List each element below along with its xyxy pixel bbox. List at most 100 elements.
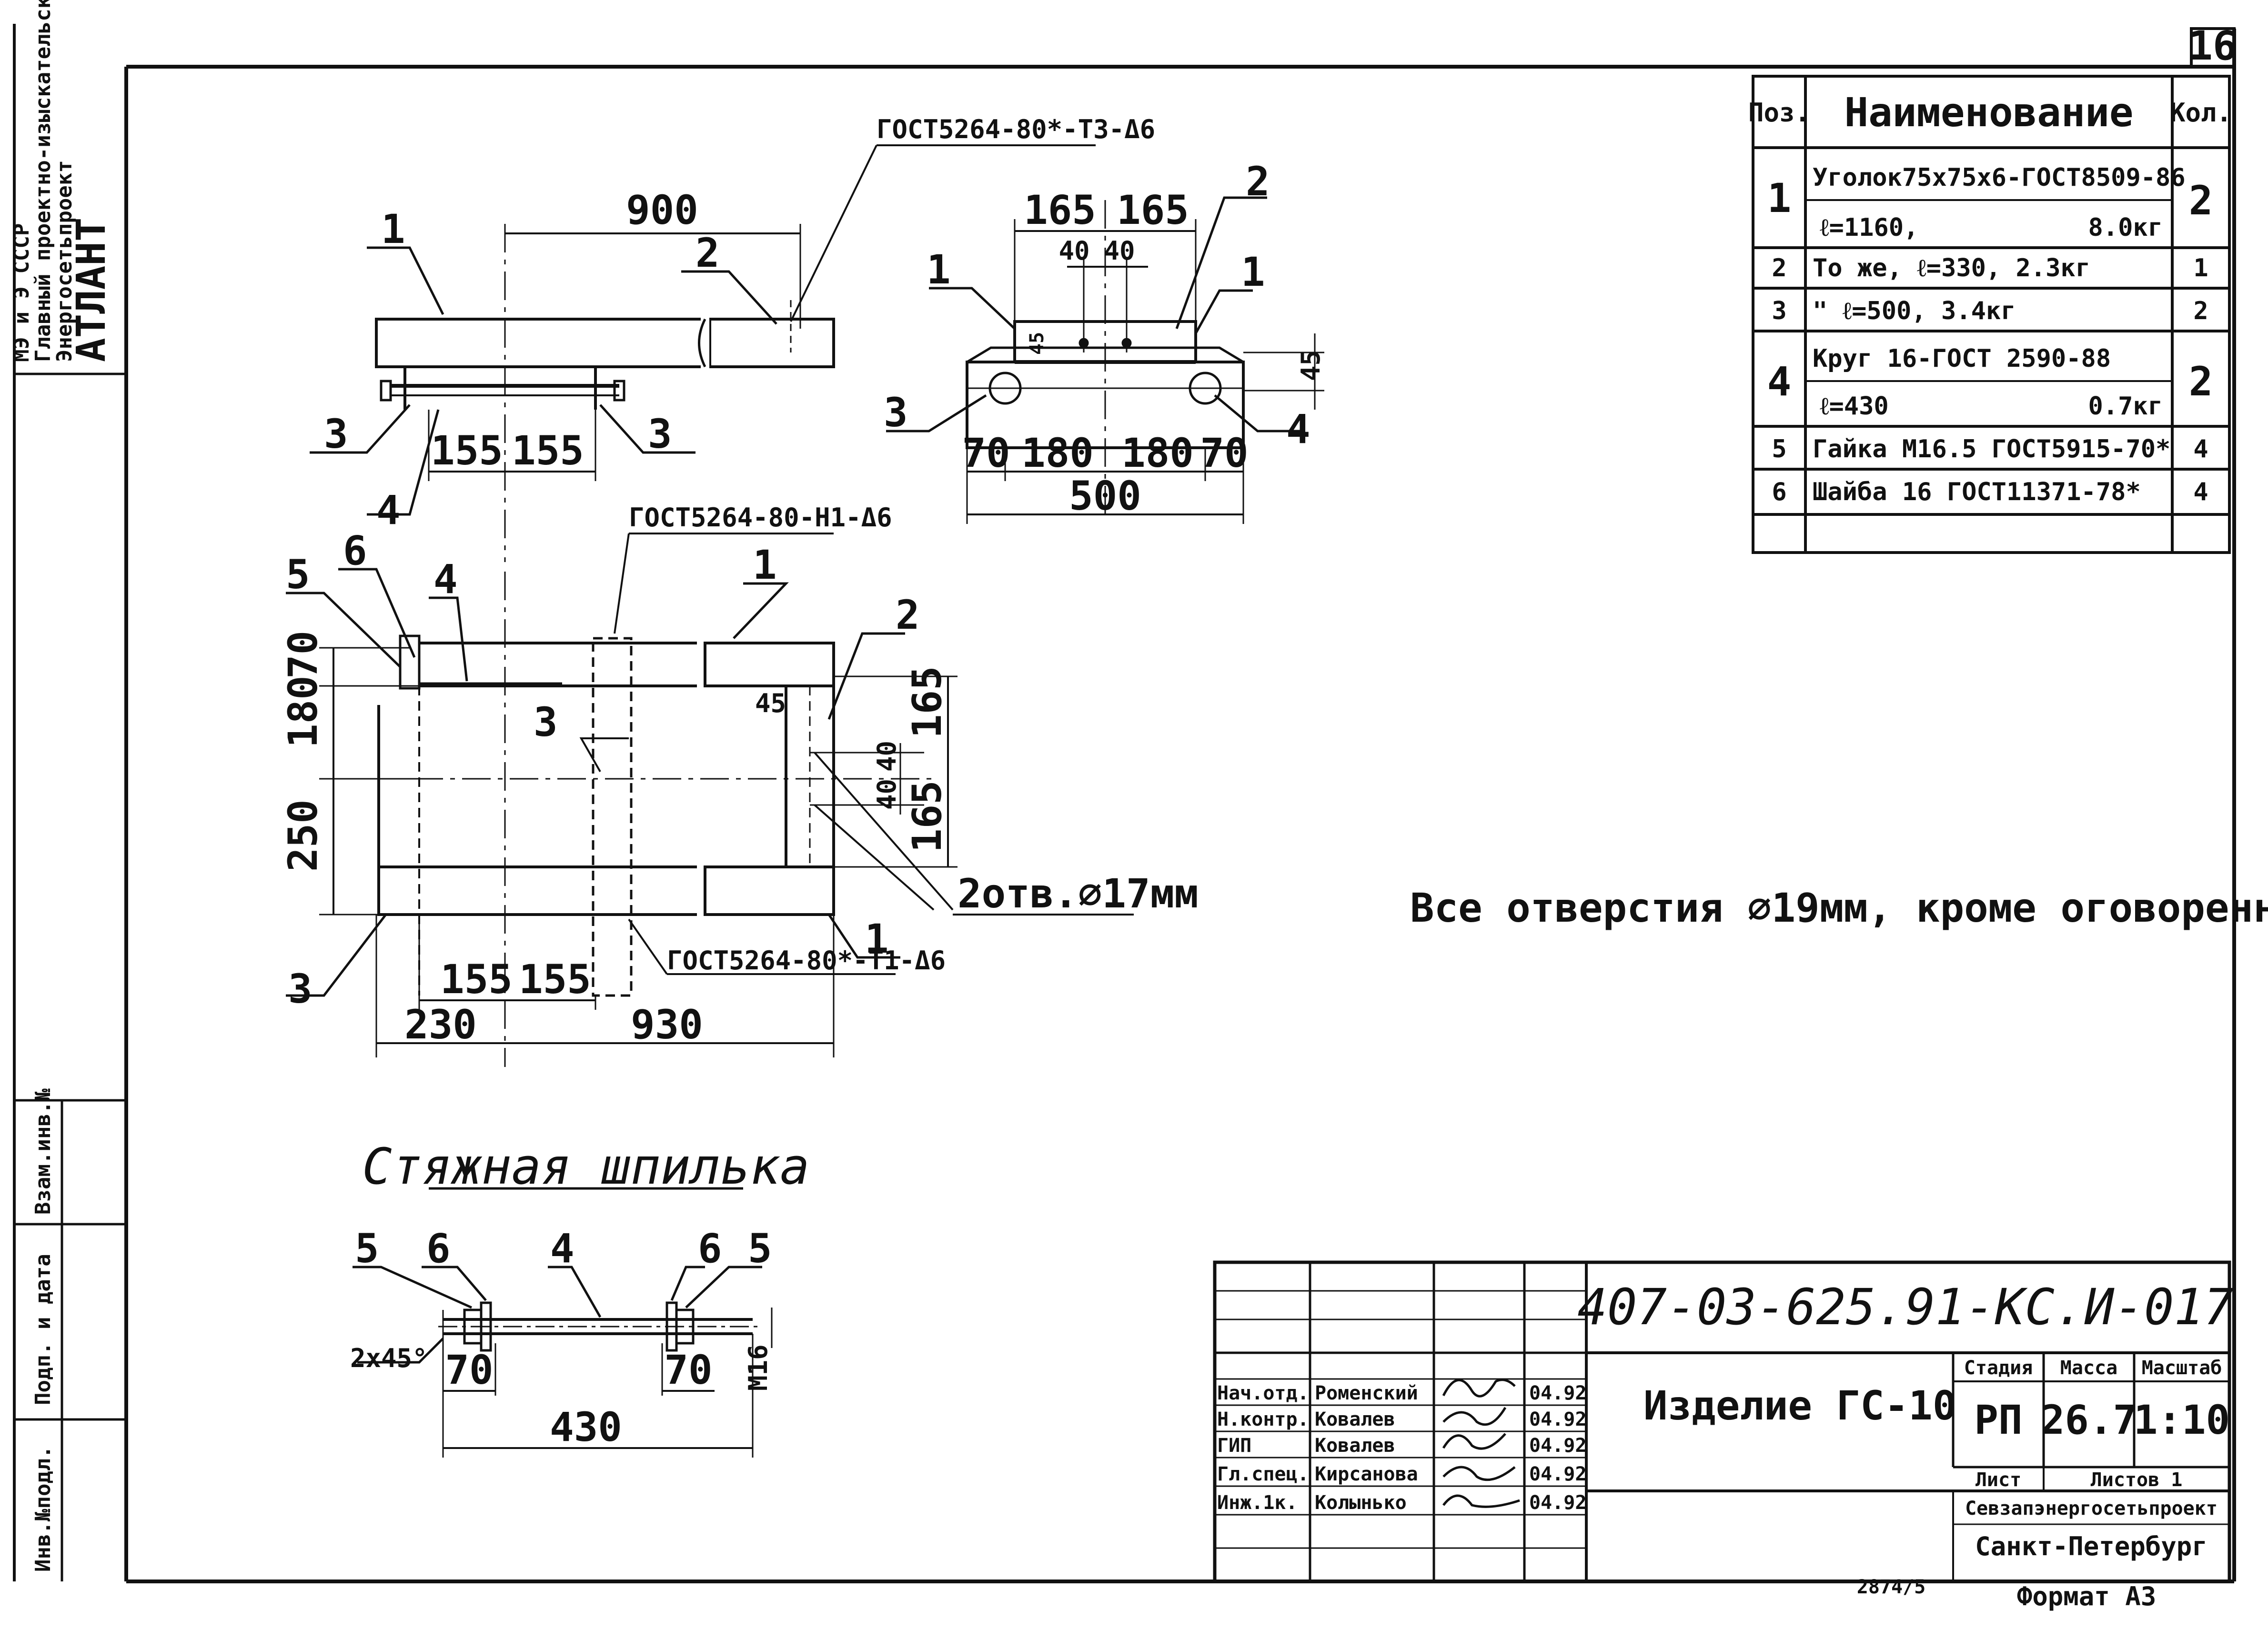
spec-row2-pos: 2 bbox=[1772, 254, 1786, 282]
sig-name-5: Колынько bbox=[1315, 1492, 1407, 1514]
plan-dim-45: 45 bbox=[755, 688, 786, 718]
svg-text:Главный проектно-изыскательски: Главный проектно-изыскательский институт bbox=[31, 0, 55, 362]
stud-thread: М16 bbox=[743, 1344, 773, 1391]
side-view bbox=[886, 196, 1324, 524]
front-weld-label: ГОСТ5264-80*-Т3-Δ6 bbox=[877, 114, 1155, 144]
plan-dim-70: 70 bbox=[280, 631, 326, 679]
handwritten-signatures bbox=[1442, 1378, 1520, 1508]
front-callout-3a: 3 bbox=[324, 411, 348, 457]
footer-format: Формат А3 bbox=[2017, 1581, 2157, 1611]
plan-dim-180: 180 bbox=[280, 675, 326, 748]
footer-inv: 2874/5 bbox=[1857, 1576, 1926, 1598]
spec-row3-name: " ℓ=500, 3.4кг bbox=[1813, 297, 2016, 325]
front-dim-155a: 155 bbox=[431, 427, 503, 474]
sig-role-1: Нач.отд. bbox=[1217, 1382, 1309, 1404]
plan-callout-2: 2 bbox=[896, 592, 920, 638]
side-dim-45a: 45 bbox=[1026, 332, 1048, 355]
plan-dim-155a: 155 bbox=[440, 956, 513, 1003]
sig-date-5: 04.92 bbox=[1529, 1492, 1586, 1514]
spec-row6-pos: 6 bbox=[1772, 478, 1786, 506]
spec-table bbox=[1752, 75, 2231, 554]
stud-dim-70b: 70 bbox=[664, 1347, 712, 1393]
sig-date-2: 04.92 bbox=[1529, 1409, 1586, 1430]
front-callout-4: 4 bbox=[376, 487, 401, 533]
side-dim-70b: 70 bbox=[1200, 430, 1248, 476]
plan-callout-1a: 1 bbox=[753, 542, 777, 588]
sheet-frame bbox=[13, 24, 2236, 1583]
spec-hdr-qty: Кол. bbox=[2170, 98, 2232, 128]
organization: Севзапэнергосетьпроект bbox=[1965, 1498, 2218, 1519]
side-dim-180a: 180 bbox=[1021, 430, 1094, 476]
plan-callout-4: 4 bbox=[433, 556, 458, 603]
front-callout-1: 1 bbox=[381, 206, 405, 252]
side-callout-2: 2 bbox=[1246, 158, 1270, 205]
spec-row6-name: Шайба 16 ГОСТ11371-78* bbox=[1813, 478, 2141, 506]
spec-row1-pos: 1 bbox=[1767, 175, 1792, 221]
spec-row4-pos: 4 bbox=[1767, 358, 1792, 405]
plan-callout-3b: 3 bbox=[288, 966, 312, 1012]
spec-row1-name2a: ℓ=1160, bbox=[1820, 213, 1918, 242]
sig-name-3: Ковалев bbox=[1315, 1435, 1395, 1457]
side-fields: Инв.№подл. Подп. и дата Взам.инв.№ bbox=[31, 1088, 55, 1572]
stud-dim-70a: 70 bbox=[445, 1347, 493, 1393]
side-dim-45b: 45 bbox=[1296, 350, 1326, 381]
stage-value: РП bbox=[1974, 1397, 2022, 1443]
plan-dim-930: 930 bbox=[631, 1001, 703, 1048]
spec-row5-name: Гайка М16.5 ГОСТ5915-70* bbox=[1813, 435, 2170, 463]
side-dim-500: 500 bbox=[1069, 473, 1141, 519]
stud-callout-6b: 6 bbox=[698, 1225, 722, 1272]
stud-callout-5b: 5 bbox=[748, 1225, 772, 1272]
plan-callout-5: 5 bbox=[286, 551, 310, 598]
spec-row1-name1: Уголок75х75х6-ГОСТ8509-86 bbox=[1813, 163, 2186, 192]
side-dim-70a: 70 bbox=[962, 430, 1010, 476]
plan-dim-40a: 40 bbox=[872, 741, 902, 772]
stud-callout-5a: 5 bbox=[355, 1225, 379, 1272]
spec-hdr-pos: Поз. bbox=[1748, 98, 1810, 128]
stud-callout-6a: 6 bbox=[426, 1225, 451, 1272]
scale-header: Масштаб bbox=[2142, 1357, 2222, 1379]
spec-row5-qty: 4 bbox=[2193, 435, 2208, 463]
sig-date-1: 04.92 bbox=[1529, 1382, 1586, 1404]
front-dim-900: 900 bbox=[626, 187, 698, 233]
plan-callout-3a: 3 bbox=[534, 699, 558, 745]
plan-dim-155b: 155 bbox=[519, 956, 591, 1003]
doc-code: 407-03-625.91-КС.И-017 bbox=[1577, 1278, 2234, 1336]
front-callout-2: 2 bbox=[696, 230, 720, 276]
front-view bbox=[310, 144, 1096, 562]
spec-row4-name2b: 0.7кг bbox=[2088, 392, 2163, 421]
side-stamp: МЭ и Э СССР Главный проектно-изыскательс… bbox=[10, 0, 114, 362]
spec-row5-pos: 5 bbox=[1772, 435, 1786, 463]
side-callout-4: 4 bbox=[1286, 406, 1310, 453]
stud-title: Стяжная шпилька bbox=[362, 1137, 809, 1196]
plan-dim-165b: 165 bbox=[904, 780, 950, 853]
side-callout-3: 3 bbox=[884, 389, 908, 436]
sheet-label: Лист bbox=[1976, 1469, 2021, 1491]
stud-chamfer: 2х45° bbox=[350, 1343, 428, 1373]
svg-text:Энергосетьпроект: Энергосетьпроект bbox=[52, 160, 77, 362]
sheet-number: 16 bbox=[2188, 22, 2237, 69]
spec-row4-name1: Круг 16-ГОСТ 2590-88 bbox=[1813, 344, 2111, 373]
plan-callout-1b: 1 bbox=[865, 916, 889, 962]
mass-header: Масса bbox=[2060, 1357, 2117, 1379]
svg-text:Подп. и дата: Подп. и дата bbox=[31, 1254, 55, 1405]
side-dim-165a: 165 bbox=[1024, 187, 1096, 233]
city: Санкт-Петербург bbox=[1975, 1531, 2208, 1561]
plan-dim-230: 230 bbox=[404, 1001, 477, 1048]
svg-text:Инв.№подл.: Инв.№подл. bbox=[31, 1446, 55, 1572]
sig-role-3: ГИП bbox=[1217, 1435, 1251, 1457]
plan-view bbox=[286, 533, 1134, 1067]
stud-detail bbox=[353, 1187, 773, 1458]
side-dim-180b: 180 bbox=[1121, 430, 1194, 476]
front-dim-155b: 155 bbox=[512, 427, 584, 474]
spec-row1-qty: 2 bbox=[2189, 177, 2213, 224]
sig-name-2: Ковалев bbox=[1315, 1409, 1395, 1430]
sig-name-4: Кирсанова bbox=[1315, 1463, 1418, 1485]
plan-weld-top: ГОСТ5264-80-Н1-Δ6 bbox=[629, 503, 892, 533]
general-note: Все отверстия ⌀19мм, кроме оговоренных. bbox=[1410, 885, 2268, 931]
spec-row6-qty: 4 bbox=[2193, 478, 2208, 506]
sig-role-5: Инж.1к. bbox=[1217, 1492, 1298, 1514]
plan-callout-6: 6 bbox=[343, 527, 367, 574]
svg-text:АТЛАНТ: АТЛАНТ bbox=[68, 218, 114, 362]
scale-value: 1:10 bbox=[2134, 1397, 2230, 1443]
sig-date-4: 04.92 bbox=[1529, 1463, 1586, 1485]
